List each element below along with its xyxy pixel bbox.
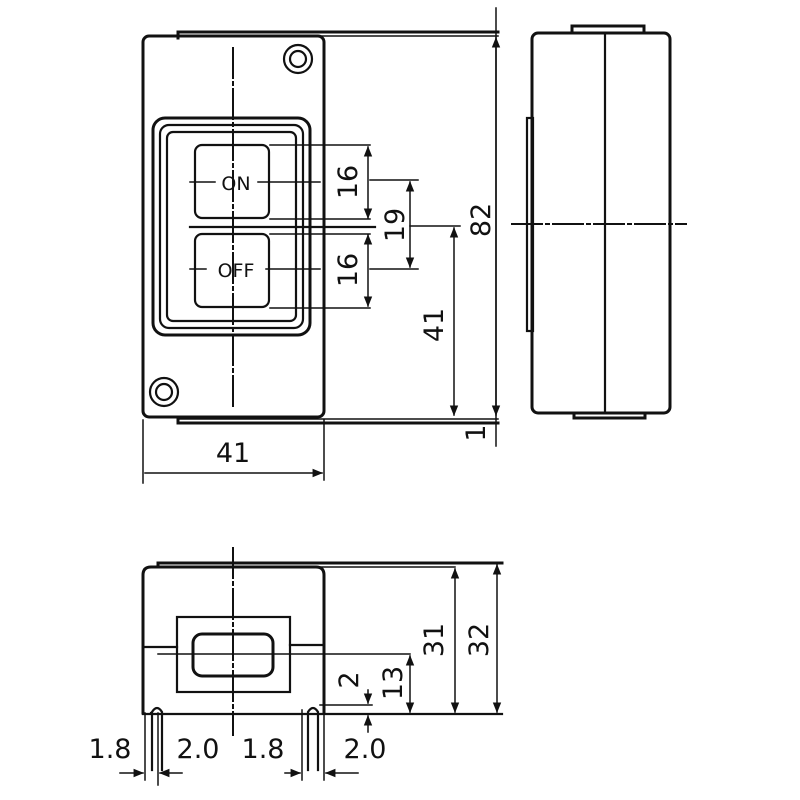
bottom-view — [141, 547, 504, 786]
dim-terminal-right: 1.8 2.0 — [242, 734, 387, 778]
svg-text:2: 2 — [334, 671, 365, 688]
off-button-label: OFF — [218, 260, 255, 282]
svg-text:16: 16 — [333, 165, 364, 199]
svg-text:1: 1 — [461, 424, 492, 441]
svg-text:1.8: 1.8 — [89, 734, 132, 765]
dim-total-height: 82 — [466, 7, 501, 447]
svg-text:41: 41 — [216, 438, 250, 469]
svg-text:2.0: 2.0 — [177, 734, 220, 765]
dim-button-height-top: 16 — [333, 145, 373, 220]
svg-text:2.0: 2.0 — [344, 734, 387, 765]
dim-total-width: 41 — [142, 419, 325, 484]
dim-flange-offset: 1 — [461, 424, 492, 441]
svg-text:82: 82 — [466, 203, 497, 237]
side-view — [511, 24, 687, 420]
front-view: ON OFF — [141, 30, 500, 425]
dim-button-height-bottom: 16 — [333, 233, 373, 308]
dim-terminal-offset: 2 — [319, 671, 373, 733]
svg-text:31: 31 — [419, 623, 450, 657]
on-button: ON — [189, 143, 321, 220]
mounting-hole-bottom-left-icon — [148, 376, 180, 408]
on-button-label: ON — [221, 173, 250, 195]
off-button: OFF — [189, 232, 321, 309]
svg-text:16: 16 — [333, 253, 364, 287]
dim-button-pitch: 19 — [369, 179, 419, 270]
mounting-hole-top-right-icon — [282, 43, 314, 75]
svg-text:13: 13 — [378, 666, 409, 700]
terminal-left — [149, 706, 164, 772]
svg-text:19: 19 — [380, 208, 411, 242]
dim-button-center-height: 13 — [378, 654, 415, 714]
dim-body-depth: 31 — [419, 567, 460, 714]
svg-text:41: 41 — [419, 308, 450, 342]
terminal-right — [306, 706, 320, 772]
svg-text:1.8: 1.8 — [242, 734, 285, 765]
svg-text:32: 32 — [464, 623, 495, 657]
dim-center-height: 41 — [409, 225, 461, 417]
dim-total-depth: 32 — [464, 563, 502, 714]
dim-terminal-left: 1.8 2.0 — [89, 734, 220, 778]
